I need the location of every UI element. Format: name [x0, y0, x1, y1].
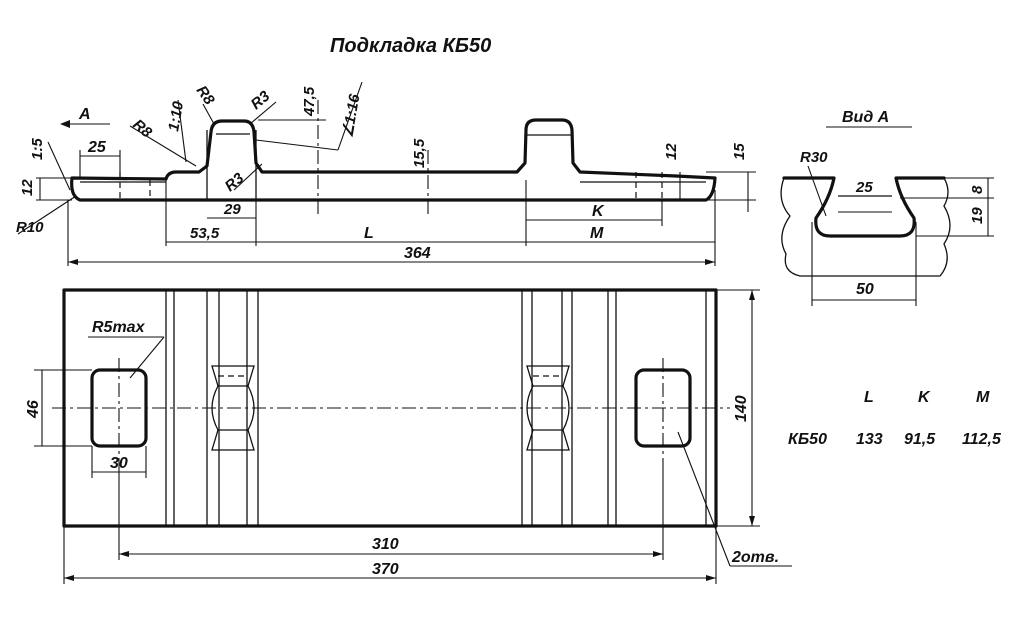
dim-12-left-label: 12: [19, 179, 36, 196]
table-cell-L: 133: [856, 431, 883, 448]
view-a-dim-8: 8: [969, 185, 986, 194]
dim-M-label: M: [590, 225, 604, 242]
drawing-title: Подкладка КБ50: [330, 35, 491, 57]
slope-1-5: 1:5: [29, 138, 46, 160]
r10-label: R10: [16, 219, 44, 236]
view-a-break-outline: [780, 177, 951, 277]
dim-53-5-label: 53,5: [190, 225, 220, 242]
view-a-dim-25: 25: [855, 179, 873, 196]
view-a-title: Вид А: [842, 109, 889, 126]
dim-L-label: L: [364, 225, 374, 242]
leader-slope-right: [337, 81, 363, 151]
section-profile-outline: [70, 118, 717, 202]
dim-29-label: 29: [223, 201, 241, 218]
slope-1-10: 1:10: [165, 100, 187, 133]
view-a-r30-leader: [807, 165, 827, 217]
dim-15-label: 15: [731, 143, 748, 160]
view-a-dim-19: 19: [969, 207, 986, 224]
leader-slope-mid: [177, 99, 187, 163]
table-cell-K: 91,5: [904, 431, 936, 448]
r5max-label: R5max: [92, 319, 146, 336]
dim-140-label: 140: [733, 395, 750, 422]
dim-364-arrow-l: [68, 259, 78, 265]
slope-1-16: ∠1:16: [339, 92, 363, 138]
table-header-M: M: [976, 389, 990, 406]
dim-370-arrow-l: [64, 575, 74, 581]
view-a-r30: R30: [800, 149, 828, 166]
dim-370-arrow-r: [706, 575, 716, 581]
table-cell-M: 112,5: [962, 431, 1002, 448]
leader-slope-right-2: [255, 139, 339, 151]
holes-note-leader: [677, 431, 731, 567]
leader-r10: [17, 195, 77, 235]
dim-310-label: 310: [372, 536, 399, 553]
recess-right-bottom: [526, 429, 570, 451]
cross-section: А 25 12 1:5 R8 1:10 R8 R3 R3 ∠1:16 R10 4…: [16, 81, 756, 266]
table-header-L: L: [864, 389, 874, 406]
dimension-table: L K M КБ50 133 91,5 112,5: [788, 389, 1002, 448]
dim-12-right-label: 12: [663, 143, 680, 160]
dim-370-label: 370: [372, 561, 399, 578]
dim-15-5-label: 15,5: [411, 138, 428, 168]
dim-47-5-label: 47,5: [301, 86, 318, 117]
table-header-K: K: [918, 389, 931, 406]
leader-r3-bottom: [233, 163, 263, 191]
r8-b-label: R8: [193, 83, 218, 109]
dim-25-label: 25: [87, 139, 107, 156]
leader-slope-left: [47, 141, 71, 191]
view-a-profile: [782, 176, 946, 238]
dim-310-arrow-r: [653, 551, 663, 557]
holes-note: 2отв.: [731, 549, 779, 566]
recess-left-bottom: [211, 429, 255, 451]
view-arrow-label: А: [78, 106, 91, 123]
view-a-detail: Вид А 25 R30 8 19 50: [780, 109, 994, 306]
dim-140-arrow-t: [749, 290, 755, 300]
view-a-dim-50: 50: [856, 281, 874, 298]
plan-view: R5max 46 30 140 310 370: [25, 288, 792, 584]
dim-140-arrow-b: [749, 516, 755, 526]
dim-46-label: 46: [25, 400, 42, 419]
table-row-name: КБ50: [788, 431, 827, 448]
r3-bottom-label: R3: [222, 169, 248, 195]
r8-a-label: R8: [129, 116, 155, 142]
dim-310-arrow-l: [119, 551, 129, 557]
dim-K-label: K: [592, 203, 605, 220]
leader-r8-a: [129, 125, 197, 167]
leader-r8-b: [202, 103, 215, 125]
leader-r3-top: [249, 101, 277, 125]
dim-364-label: 364: [404, 245, 431, 262]
view-arrow-head: [60, 120, 70, 128]
r3-top-label: R3: [248, 87, 274, 113]
dim-364-arrow-r: [705, 259, 715, 265]
r5max-leader: [129, 336, 165, 379]
